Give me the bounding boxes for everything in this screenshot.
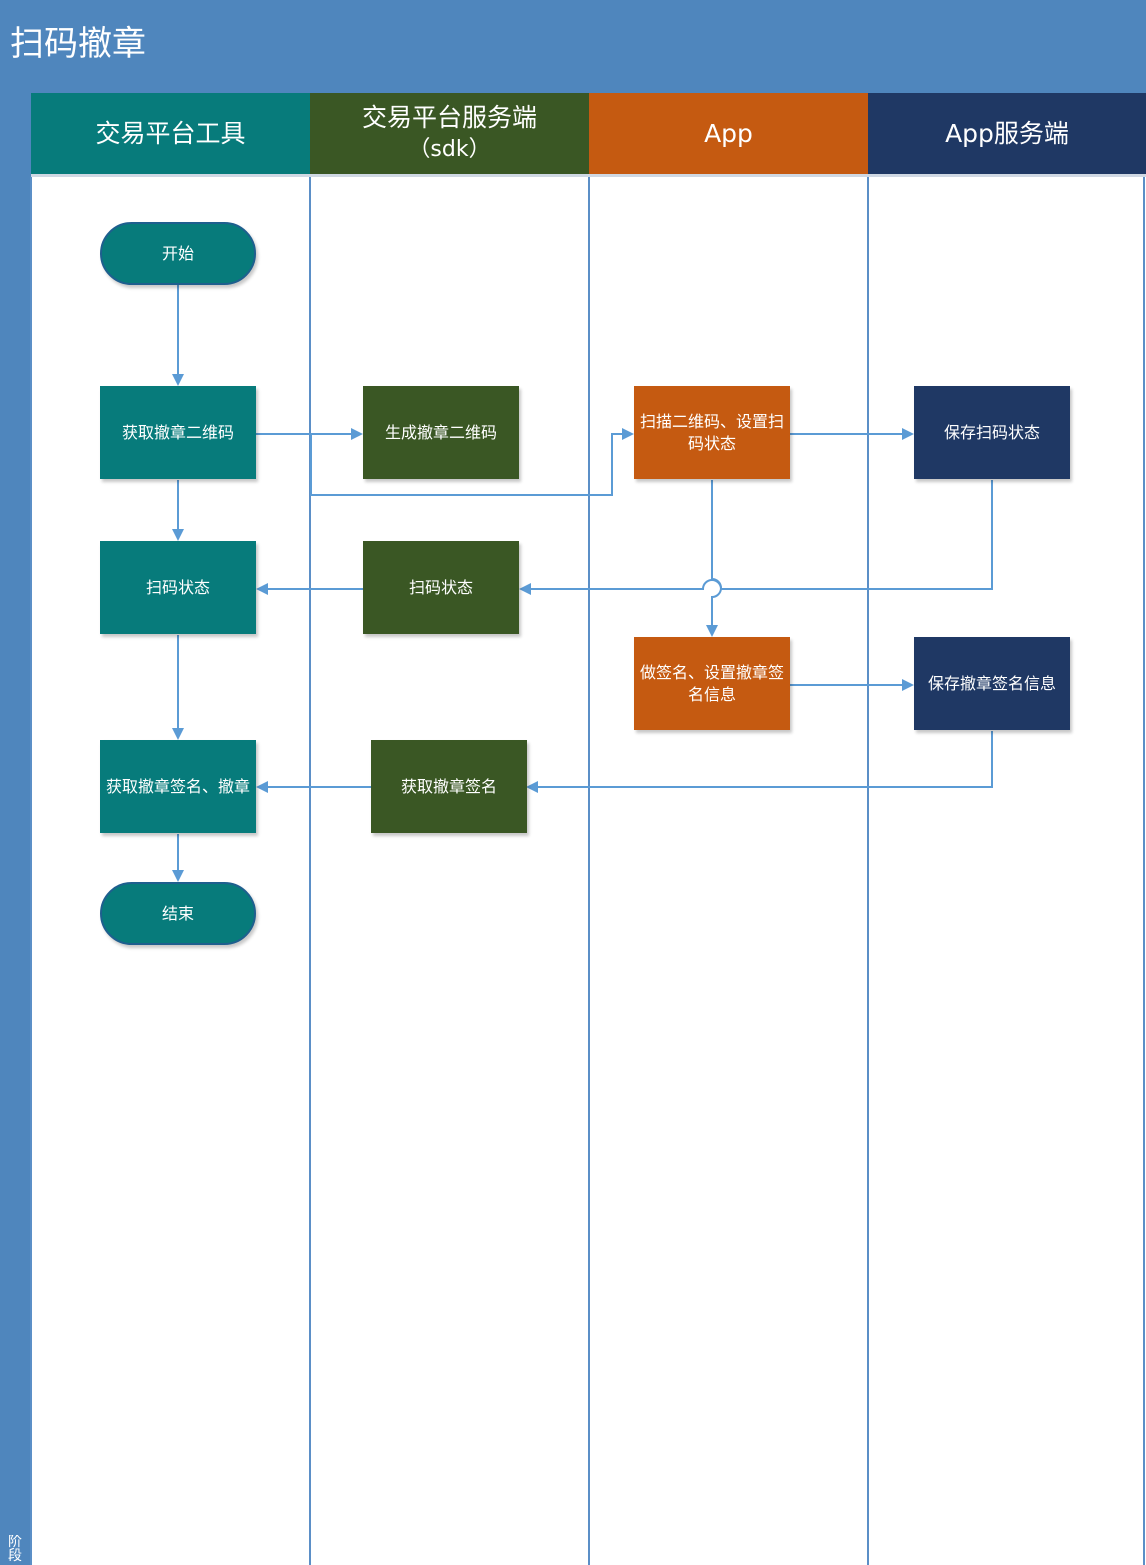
phase-label: 阶段 [8, 1535, 22, 1563]
lane-title: App [704, 118, 753, 148]
lane-header-app: App [589, 93, 868, 177]
end-node: 结束 [100, 882, 256, 945]
node-label: 获取撤章签名 [400, 776, 497, 796]
edge-save-sign-to-get-sign-sdk [526, 731, 993, 793]
lane-title: App服务端 [945, 118, 1069, 148]
scan-qr-node: 扫描二维码、设置扫码状态 [634, 386, 790, 479]
node-label: 扫码状态 [408, 577, 473, 597]
edge-scan-qr-to-sign [706, 480, 722, 637]
lane-subtitle: （sdk） [408, 136, 491, 162]
lane-divider [30, 177, 32, 1565]
scan-status-sdk-node: 扫码状态 [363, 541, 519, 634]
phase-column: 阶段 [0, 93, 32, 1565]
node-label: 开始 [161, 243, 194, 263]
lane-header-app-server: App服务端 [868, 93, 1146, 177]
sign-node: 做签名、设置撤章签名信息 [634, 637, 790, 730]
get-sign-sdk-node: 获取撤章签名 [371, 740, 527, 833]
node-label: 结束 [161, 903, 194, 923]
scan-status-tool-node: 扫码状态 [100, 541, 256, 634]
node-label: 获取撤章二维码 [121, 422, 234, 442]
node-label: 做签名、设置撤章签名信息 [639, 662, 784, 704]
node-label: 获取撤章签名、撤章 [105, 776, 250, 796]
edge-get-qr-to-scan-qr [310, 428, 634, 496]
save-sign-node: 保存撤章签名信息 [914, 637, 1070, 730]
gen-qr-node: 生成撤章二维码 [363, 386, 519, 479]
node-label: 扫码状态 [145, 577, 210, 597]
edge-save-scan-to-scan-status-sdk [519, 480, 993, 595]
node-label: 保存撤章签名信息 [927, 673, 1056, 693]
lane-header-tool: 交易平台工具 [31, 93, 310, 177]
lane-divider [309, 177, 311, 1565]
node-label: 生成撤章二维码 [384, 422, 497, 442]
lane-header-sdk: 交易平台服务端 （sdk） [310, 93, 589, 177]
get-sign-tool-node: 获取撤章签名、撤章 [100, 740, 256, 833]
lane-divider [588, 177, 590, 1565]
lane-divider [1143, 177, 1145, 1565]
start-node: 开始 [100, 222, 256, 285]
node-label: 保存扫码状态 [943, 422, 1040, 442]
save-scan-status-node: 保存扫码状态 [914, 386, 1070, 479]
lane-title: 交易平台服务端 [361, 102, 537, 132]
title-bar: 扫码撤章 [0, 0, 1146, 94]
lane-divider [867, 177, 869, 1565]
node-label: 扫描二维码、设置扫码状态 [639, 411, 784, 453]
lane-title: 交易平台工具 [95, 118, 246, 148]
get-qr-node: 获取撤章二维码 [100, 386, 256, 479]
diagram-title: 扫码撤章 [10, 24, 146, 64]
